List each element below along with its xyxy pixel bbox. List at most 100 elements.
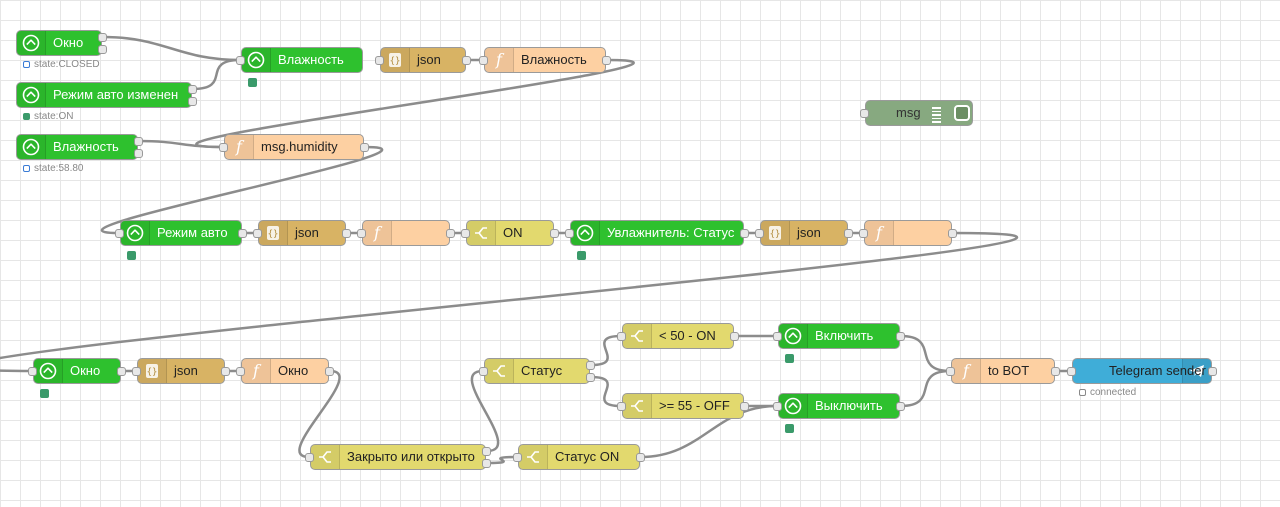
vlazh-in-node[interactable]: Влажность: [16, 134, 138, 160]
input-port[interactable]: [479, 366, 488, 376]
output-port[interactable]: [238, 228, 247, 238]
output-port[interactable]: [98, 44, 107, 54]
home-assistant-icon: [779, 394, 808, 418]
output-port[interactable]: [896, 331, 905, 341]
wire[interactable]: [100, 145, 384, 235]
json4-node[interactable]: {}json: [137, 358, 225, 384]
output-port[interactable]: [98, 32, 107, 42]
output-port[interactable]: [188, 96, 197, 106]
json1-node[interactable]: {}json: [380, 47, 466, 73]
uvl-status-node[interactable]: Увлажнитель: Статус: [570, 220, 744, 246]
output-port[interactable]: [636, 452, 645, 462]
input-port[interactable]: [115, 228, 124, 238]
tg-node[interactable]: Telegram sender: [1072, 358, 1212, 384]
output-port[interactable]: [730, 331, 739, 341]
input-port[interactable]: [375, 55, 384, 65]
rezhim-avto-node[interactable]: Режим авто: [120, 220, 242, 246]
output-port[interactable]: [948, 228, 957, 238]
input-port[interactable]: [565, 228, 574, 238]
input-port[interactable]: [617, 331, 626, 341]
output-port[interactable]: [740, 228, 749, 238]
output-port[interactable]: [117, 366, 126, 376]
wire[interactable]: [470, 369, 500, 453]
wire[interactable]: [900, 369, 951, 408]
sw-status-node[interactable]: Статус: [484, 358, 590, 384]
output-port[interactable]: [602, 55, 611, 65]
wire[interactable]: [192, 58, 241, 91]
func-blank1-node[interactable]: f: [362, 220, 450, 246]
output-port[interactable]: [482, 446, 491, 456]
output-port[interactable]: [342, 228, 351, 238]
input-port[interactable]: [219, 142, 228, 152]
input-port[interactable]: [859, 228, 868, 238]
wire[interactable]: [138, 139, 224, 149]
output-port[interactable]: [134, 136, 143, 146]
output-port[interactable]: [550, 228, 559, 238]
output-port[interactable]: [462, 55, 471, 65]
vkl-node[interactable]: Включить: [778, 323, 900, 349]
input-port[interactable]: [357, 228, 366, 238]
json3-node[interactable]: {}json: [760, 220, 848, 246]
wire[interactable]: [900, 334, 951, 373]
output-port[interactable]: [844, 228, 853, 238]
json2-node[interactable]: {}json: [258, 220, 346, 246]
input-port[interactable]: [755, 228, 764, 238]
output-port[interactable]: [586, 360, 595, 370]
sw-ge55-node[interactable]: >= 55 - OFF: [622, 393, 744, 419]
input-port[interactable]: [479, 55, 488, 65]
sw-zakr-node[interactable]: Закрыто или открыто: [310, 444, 486, 470]
sw-on-node[interactable]: ON: [466, 220, 554, 246]
status-badge: [248, 78, 257, 87]
sw-lt50-node[interactable]: < 50 - ON: [622, 323, 734, 349]
input-port[interactable]: [773, 401, 782, 411]
vlazh-ha-node[interactable]: Влажность: [241, 47, 363, 73]
func-blank2-node[interactable]: f: [864, 220, 952, 246]
wire[interactable]: [102, 35, 241, 62]
input-port[interactable]: [773, 331, 782, 341]
input-port[interactable]: [1067, 366, 1076, 376]
output-port[interactable]: [1208, 366, 1217, 376]
sw-status-on-node[interactable]: Статус ON: [518, 444, 640, 470]
okno1-node[interactable]: Окно: [16, 30, 102, 56]
output-port[interactable]: [188, 84, 197, 94]
debug-msg-node[interactable]: msg: [865, 100, 973, 126]
wire[interactable]: [298, 369, 341, 459]
wire[interactable]: [195, 58, 635, 149]
wire[interactable]: [0, 231, 1018, 373]
output-port[interactable]: [221, 366, 230, 376]
rezhim-izm-node[interactable]: Режим авто изменен: [16, 82, 192, 108]
function-icon: f: [242, 359, 271, 383]
vykl-node[interactable]: Выключить: [778, 393, 900, 419]
output-port[interactable]: [134, 148, 143, 158]
input-port[interactable]: [305, 452, 314, 462]
input-port[interactable]: [513, 452, 522, 462]
output-port[interactable]: [586, 372, 595, 382]
wire[interactable]: [590, 375, 622, 408]
input-port[interactable]: [236, 55, 245, 65]
okno2-node[interactable]: Окно: [33, 358, 121, 384]
output-port[interactable]: [446, 228, 455, 238]
input-port[interactable]: [132, 366, 141, 376]
input-port[interactable]: [253, 228, 262, 238]
wire[interactable]: [640, 404, 778, 459]
output-port[interactable]: [896, 401, 905, 411]
input-port[interactable]: [946, 366, 955, 376]
debug-toggle-button[interactable]: [954, 105, 970, 121]
input-port[interactable]: [461, 228, 470, 238]
output-port[interactable]: [740, 401, 749, 411]
output-port[interactable]: [482, 458, 491, 468]
output-port[interactable]: [325, 366, 334, 376]
input-port[interactable]: [617, 401, 626, 411]
output-port[interactable]: [360, 142, 369, 152]
input-port[interactable]: [28, 366, 37, 376]
wire[interactable]: [486, 455, 518, 465]
wire[interactable]: [590, 334, 622, 367]
input-port[interactable]: [236, 366, 245, 376]
output-port[interactable]: [1051, 366, 1060, 376]
input-port[interactable]: [860, 108, 869, 118]
